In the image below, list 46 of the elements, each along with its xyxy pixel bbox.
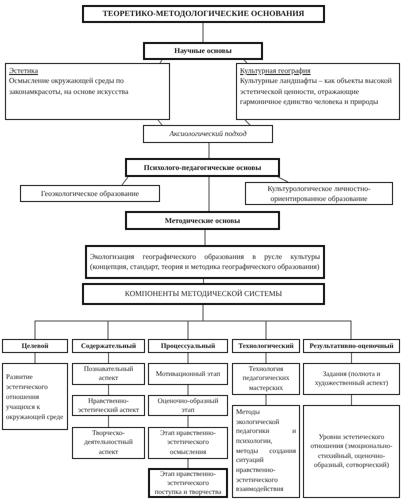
content-box: [72, 427, 145, 459]
component-box: [232, 339, 300, 353]
concept-box: [5, 63, 170, 120]
connector-line: [108, 416, 109, 428]
connector-line: [244, 120, 250, 126]
concept-box: [245, 182, 393, 205]
connector-line: [208, 176, 210, 212]
connector-line: [204, 230, 206, 246]
component-box: [303, 339, 400, 353]
content-box: [303, 405, 400, 498]
section-box: [125, 211, 280, 230]
component-box: [72, 339, 145, 353]
step-box: [148, 427, 228, 459]
concept-box: [85, 245, 325, 279]
connector-line: [244, 60, 248, 64]
content-box: [72, 395, 145, 416]
connector-line: [278, 176, 288, 182]
component-box: [148, 339, 228, 353]
title-box: [82, 5, 325, 23]
connector-line: [108, 384, 109, 396]
concept-box: [20, 185, 160, 202]
connector-line: [208, 142, 210, 158]
approach-box: [143, 125, 273, 143]
step-box: [148, 468, 228, 498]
section-box: [143, 42, 263, 60]
connector-line: [202, 304, 352, 340]
connector-line: [203, 278, 204, 284]
node-text: ТЕОРЕТИКО-МЕТОДОЛОГИЧЕСКИЕ ОСНОВАНИЯ: [102, 9, 306, 19]
connector-line: [158, 120, 162, 126]
connector-line: [108, 352, 109, 364]
content-box: [303, 363, 400, 395]
connector-line: [122, 176, 128, 186]
section-box: [82, 283, 325, 305]
connector-line: [160, 60, 162, 64]
connector-line: [351, 352, 352, 364]
component-box: [2, 339, 68, 353]
content-box: [2, 363, 68, 430]
connector-line: [351, 394, 352, 406]
concept-box: [236, 63, 400, 120]
step-box: [148, 395, 228, 416]
content-box: [72, 363, 145, 385]
connector-line: [34, 352, 36, 364]
step-box: [148, 363, 228, 385]
section-box: [125, 158, 280, 177]
connector-line: [202, 22, 204, 42]
content-box: [232, 363, 300, 395]
